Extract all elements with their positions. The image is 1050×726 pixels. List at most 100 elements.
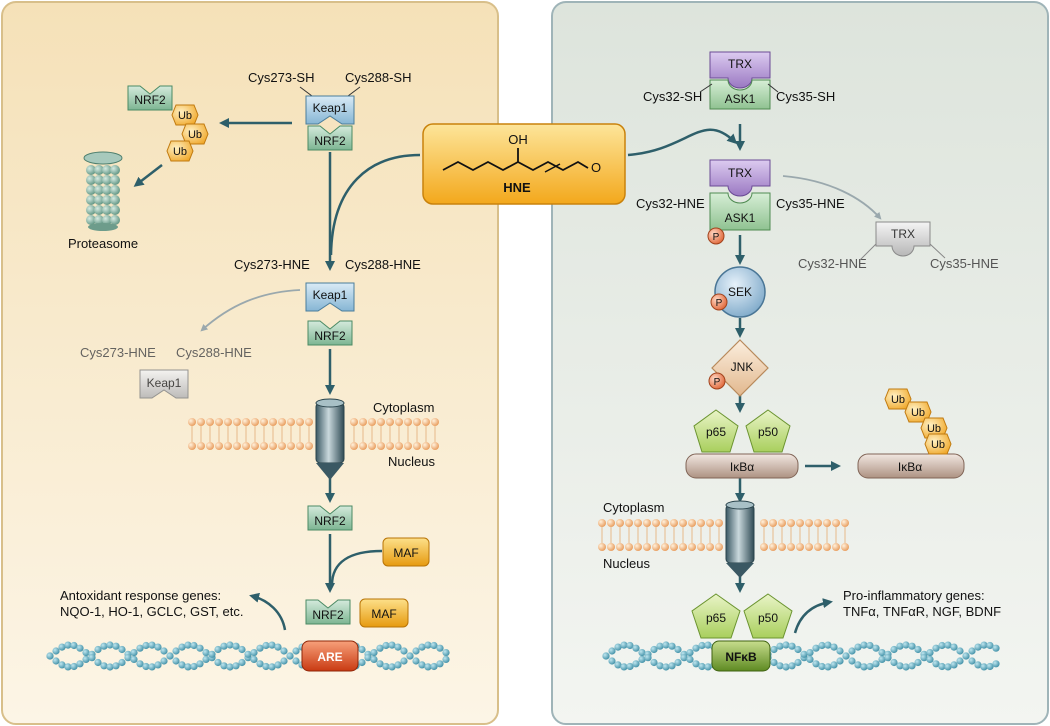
dna-strand-bead: [698, 641, 706, 650]
dna-strand-bead: [388, 663, 396, 671]
lipid-head: [715, 543, 723, 551]
ask1-mid-label: ASK1: [725, 211, 756, 225]
dna-strand-bead: [896, 642, 904, 650]
lipid-head: [413, 442, 421, 450]
lipid-head: [206, 442, 214, 450]
dna-strand-bead: [58, 661, 66, 669]
keap1-free-site-a: Cys273-HNE: [80, 345, 156, 360]
dna-strand-bead: [160, 657, 168, 665]
lipid-beads-bottom: [188, 442, 439, 450]
lipid-head: [841, 543, 849, 551]
lipid-head: [197, 442, 205, 450]
lipid-head: [796, 543, 804, 551]
dna-strand-bead: [442, 655, 450, 664]
arrow-nfkb-to-genes: [793, 598, 833, 634]
dna-strand-bead: [638, 649, 646, 657]
dna-strand-bead: [608, 657, 616, 665]
lipid-head: [188, 418, 196, 426]
lipid-head: [652, 543, 660, 551]
lipid-head: [715, 519, 723, 527]
left-membrane: Cytoplasm Nucleus: [188, 400, 439, 469]
dna-strand-bead: [436, 660, 444, 668]
lipid-head: [670, 519, 678, 527]
dna-strand-bead: [686, 655, 694, 664]
lipid-head: [233, 418, 241, 426]
dna-strand-bead: [866, 641, 874, 650]
dna-strand-bead: [190, 641, 198, 650]
lipid-head: [251, 442, 259, 450]
lipid-head: [359, 442, 367, 450]
dna-strand-bead: [142, 641, 150, 650]
nrf2-bound-label: NRF2: [312, 608, 344, 622]
lipid-head: [688, 543, 696, 551]
dna-strand-bead: [776, 642, 784, 650]
left-panel: [1, 1, 499, 725]
dna-strand-bead: [938, 641, 946, 650]
keap1-mid-site-a: Cys273-HNE: [234, 257, 310, 272]
dna-strand-bead: [686, 649, 694, 657]
dna-strand-bead: [950, 661, 958, 669]
dna-strand-bead: [130, 655, 138, 664]
dna-strand-bead: [698, 662, 706, 671]
lipid-head: [215, 418, 223, 426]
lipid-head: [841, 519, 849, 527]
dna-strand-bead: [436, 644, 444, 652]
dna-strand-bead: [788, 642, 796, 650]
are-element: ARE: [301, 640, 359, 672]
arrow-ub-to-proteasome: [133, 164, 163, 187]
dna-strand-bead: [992, 644, 1000, 652]
dna-strand-bead: [382, 641, 390, 650]
svg-text:Ub: Ub: [931, 439, 945, 451]
dna-strand-bead: [794, 658, 802, 667]
dna-strand-bead: [986, 662, 994, 671]
dna-strand-bead: [914, 658, 922, 667]
dna-strand-bead: [776, 662, 784, 670]
nfkb-label: NFκB: [725, 650, 757, 664]
dna-strand-bead: [662, 663, 670, 671]
lipid-head: [287, 418, 295, 426]
dna-strand-bead: [88, 654, 96, 662]
dna-strand-bead: [148, 663, 156, 671]
lipid-head: [188, 442, 196, 450]
keap1-nrf2-complex-top: Cys273-SH Cys288-SH Keap1 NRF2: [248, 70, 411, 151]
inflammatory-genes-title: Pro-inflammatory genes:: [843, 588, 985, 603]
trx-ask1-complex-top: TRX ASK1 Cys32-SH Cys35-SH: [643, 51, 835, 110]
lipid-head: [359, 418, 367, 426]
lipid-head: [778, 519, 786, 527]
trx-top-site-b: Cys35-SH: [776, 89, 835, 104]
lipid-head: [769, 519, 777, 527]
dna-strand-bead: [250, 655, 258, 664]
dna-strand-bead: [650, 658, 658, 667]
lipid-head: [778, 543, 786, 551]
dna-strand-bead: [82, 655, 90, 664]
svg-text:Ub: Ub: [891, 394, 905, 406]
right-cytoplasm-label: Cytoplasm: [603, 500, 664, 515]
lipid-head: [278, 442, 286, 450]
dna-strand-bead: [878, 649, 886, 657]
dna-strand-bead: [662, 641, 670, 649]
hne-name: HNE: [503, 180, 531, 195]
left-nucleus-label: Nucleus: [388, 454, 435, 469]
trx-ask1-complex-hne: TRX ASK1 Cys32-HNE Cys35-HNE P: [636, 159, 845, 245]
lipid-head: [688, 519, 696, 527]
dna-strand-bead: [812, 660, 820, 668]
dna-strand-bead: [100, 642, 108, 650]
ikba-label: IκBα: [730, 460, 754, 474]
dna-strand-bead: [184, 641, 192, 649]
lipid-head: [634, 543, 642, 551]
dna-strand-bead: [626, 641, 634, 650]
dna-strand-bead: [620, 641, 628, 649]
dna-strand-bead: [644, 654, 652, 662]
keap1-free-site-b: Cys288-HNE: [176, 345, 252, 360]
dna-strand-bead: [674, 645, 682, 654]
lipid-head: [242, 442, 250, 450]
dna-strand-bead: [262, 641, 270, 650]
dna-strand-bead: [154, 643, 162, 651]
dna-strand-bead: [932, 660, 940, 668]
dna-strand-bead: [46, 652, 54, 660]
dna-strand-bead: [214, 645, 222, 654]
dna-strand-bead: [268, 663, 276, 671]
p65-nuclear-label: p65: [706, 611, 726, 625]
trx-top-site-a: Cys32-SH: [643, 89, 702, 104]
